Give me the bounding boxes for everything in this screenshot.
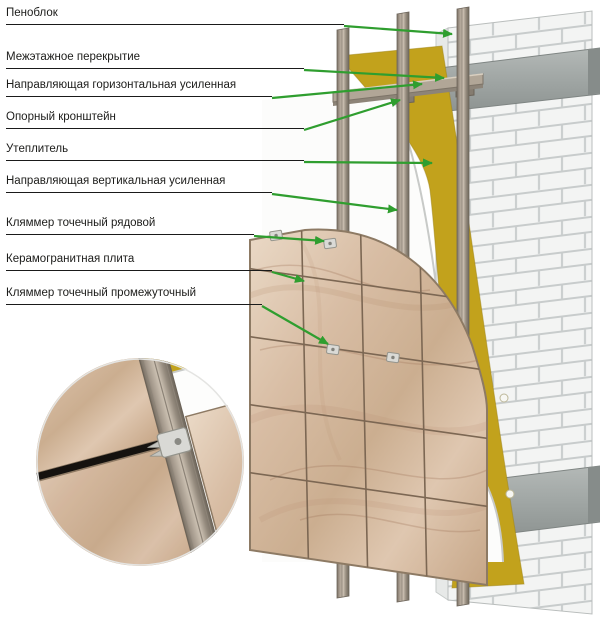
label-vertical-guide: Направляющая вертикальная усиленная xyxy=(6,175,272,193)
label-clamp-row-text: Кляммер точечный рядовой xyxy=(6,217,156,229)
label-floor-slab-text: Межэтажное перекрытие xyxy=(6,51,141,63)
label-foam-block-text: Пеноблок xyxy=(6,7,58,19)
label-floor-slab: Межэтажное перекрытие xyxy=(6,51,304,69)
label-insulation-text: Утеплитель xyxy=(6,143,69,155)
clamp-intermediate-1 xyxy=(326,343,340,356)
detail-tile-seam xyxy=(36,439,164,496)
label-foam-block: Пеноблок xyxy=(6,7,344,25)
arrow-bracket xyxy=(303,98,401,132)
clamp-row-2 xyxy=(323,237,337,250)
clamp-row-1 xyxy=(269,229,283,242)
label-clamp-intermediate: Кляммер точечный промежуточный xyxy=(6,287,262,305)
label-vertical-guide-text: Направляющая вертикальная усиленная xyxy=(6,175,226,187)
callout-arrows xyxy=(253,24,453,345)
label-horizontal-guide-text: Направляющая горизонтальная усиленная xyxy=(6,79,237,91)
clamp-intermediate-2 xyxy=(386,351,400,364)
arrow-clamp-row xyxy=(253,234,325,245)
label-horizontal-guide: Направляющая горизонтальная усиленная xyxy=(6,79,272,97)
label-insulation: Утеплитель xyxy=(6,143,304,161)
label-clamp-row: Кляммер точечный рядовой xyxy=(6,217,254,235)
arrow-ceramic-tile xyxy=(271,270,305,283)
label-bracket: Опорный кронштейн xyxy=(6,111,304,129)
label-bracket-text: Опорный кронштейн xyxy=(6,111,116,123)
arrow-floor-slab xyxy=(303,68,445,82)
tile-panel xyxy=(249,228,488,587)
label-ceramic-tile-text: Керамогранитная плита xyxy=(6,253,135,265)
arrow-horizontal-guide xyxy=(271,80,423,100)
arrow-insulation xyxy=(303,158,433,168)
arrow-vertical-guide xyxy=(271,192,398,214)
arrow-foam-block xyxy=(343,24,453,38)
dowel-caps xyxy=(499,393,515,499)
floor-slab-top xyxy=(439,47,600,113)
label-ceramic-tile: Керамогранитная плита xyxy=(6,253,272,271)
detail-clamp xyxy=(147,427,192,458)
detail-membrane-edge xyxy=(146,358,244,381)
arrow-clamp-intermediate xyxy=(261,305,329,345)
point-clamps xyxy=(269,229,400,364)
label-clamp-intermediate-text: Кляммер точечный промежуточный xyxy=(6,287,197,299)
